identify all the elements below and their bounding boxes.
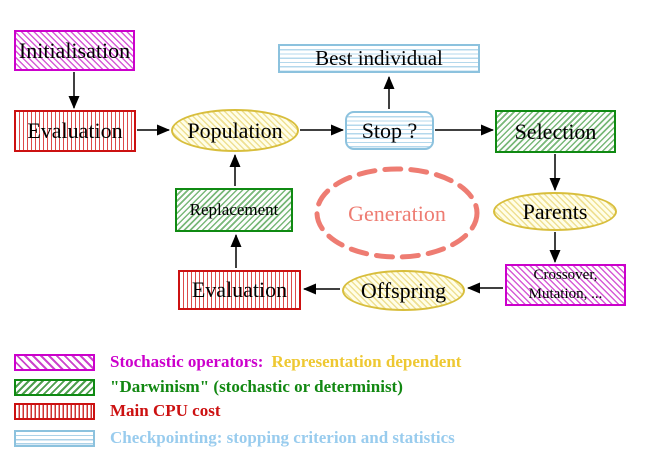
legend-swatch-green-hatch-icon [14,378,95,396]
node-stop: Stop ? [345,111,434,150]
node-offspring: Offspring [342,270,465,311]
legend-swatch-magenta-hatch-icon [14,353,95,371]
node-parents: Parents [493,192,617,231]
generation-label: Generation [348,201,446,226]
legend-swatch-red-stripes-icon [14,402,95,420]
legend-text-representation-dependent: Representation dependent [271,352,462,371]
node-population: Population [171,109,299,152]
node-best-individual: Best individual [278,44,480,73]
legend-text-cpu-cost: Main CPU cost [110,401,221,420]
node-selection: Selection [495,110,616,153]
node-evaluation-bottom: Evaluation [178,270,301,310]
legend-text-darwinism: "Darwinism" (stochastic or determinist) [110,377,403,396]
legend-text-checkpointing: Checkpointing: stopping criterion and st… [110,428,455,447]
crossover-line1: Crossover, [533,267,598,284]
crossover-line2: Mutation, ... [528,286,603,302]
legend-row-darwinism: "Darwinism" (stochastic or determinist) [14,377,403,397]
legend-row-checkpointing: Checkpointing: stopping criterion and st… [14,428,455,448]
node-replacement: Replacement [175,188,293,232]
legend-label-stochastic: Stochastic operators: Representation depe… [110,352,461,372]
legend-row-stochastic: Stochastic operators: Representation depe… [14,352,461,372]
legend-swatch-cyan-stripes-icon [14,429,95,447]
legend-text-stochastic-operators: Stochastic operators: [110,352,264,371]
node-evaluation-top: Evaluation [14,110,136,152]
node-initialisation: Initialisation [14,30,135,71]
node-crossover-mutation: Crossover, Mutation, ... [505,264,626,306]
legend-row-cpu-cost: Main CPU cost [14,401,220,421]
